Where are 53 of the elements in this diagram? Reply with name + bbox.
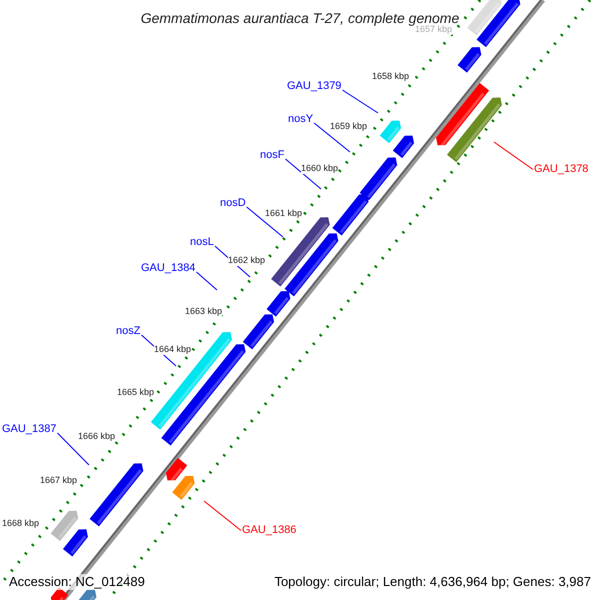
leader-line (342, 90, 378, 114)
gene-feature-bar (284, 233, 338, 296)
gene-label: GAU_1387 (2, 423, 56, 436)
gene-feature-bar (166, 458, 188, 482)
position-label: 1659 kbp (330, 121, 368, 132)
leader-line (56, 432, 90, 466)
gene-feature-bar (458, 47, 482, 73)
leader-line (314, 122, 350, 152)
position-label: 1665 kbp (117, 387, 154, 398)
leader-line (494, 142, 534, 170)
gene-feature-bar (172, 476, 195, 500)
gene-feature-bar (50, 510, 78, 542)
leader-line (204, 500, 242, 531)
gene-feature-bar (242, 314, 274, 350)
gene-feature-bar (271, 217, 330, 287)
genome-summary-text: Topology: circular; Length: 4,636,964 bp; Genes: 3,987 (274, 574, 591, 590)
gene-label: GAU_1379 (287, 80, 342, 93)
gene-label: nosL (190, 236, 214, 249)
gene-feature-bar (446, 98, 502, 162)
gene-feature-bar (76, 589, 96, 600)
gene-feature-bar (467, 0, 502, 36)
gene-label: nosF (260, 149, 284, 162)
position-label: 1667 kbp (40, 475, 78, 486)
gene-feature-bar (332, 194, 369, 236)
position-label: 1666 kbp (78, 431, 116, 442)
accession-text: Accession: NC_012489 (9, 574, 145, 590)
position-label: 1668 kbp (2, 518, 40, 529)
leader-line (284, 158, 322, 190)
gene-feature-bar (90, 463, 144, 526)
leader-line (196, 272, 218, 290)
position-label: 1658 kbp (372, 71, 410, 82)
position-label: 1662 kbp (228, 255, 266, 266)
position-label: 1661 kbp (265, 208, 302, 219)
gene-label: nosD (220, 197, 246, 210)
gene-feature-bar (266, 291, 290, 317)
position-label: 1663 kbp (185, 306, 222, 317)
position-label: 1660 kbp (301, 163, 338, 174)
gene-feature-bar (62, 529, 88, 556)
gene-feature-bar (392, 136, 414, 158)
gene-label: GAU_1378 (534, 163, 588, 176)
gene-feature-bar (436, 82, 490, 147)
gene-feature-bar (50, 587, 68, 600)
gene-feature-bar (360, 157, 398, 200)
gene-feature-bar (380, 120, 402, 144)
title: Gemmatimonas aurantiaca T-27, complete genome (140, 9, 460, 26)
position-label: 1664 kbp (154, 344, 192, 355)
position-label: 1657 kbp (415, 24, 452, 35)
gene-label: GAU_1384 (141, 262, 196, 275)
gene-label: nosY (288, 113, 314, 126)
gene-label: GAU_1386 (242, 524, 296, 537)
leader-line (246, 206, 284, 238)
gene-feature-bar (476, 0, 520, 48)
gene-label: nosZ (116, 325, 140, 338)
